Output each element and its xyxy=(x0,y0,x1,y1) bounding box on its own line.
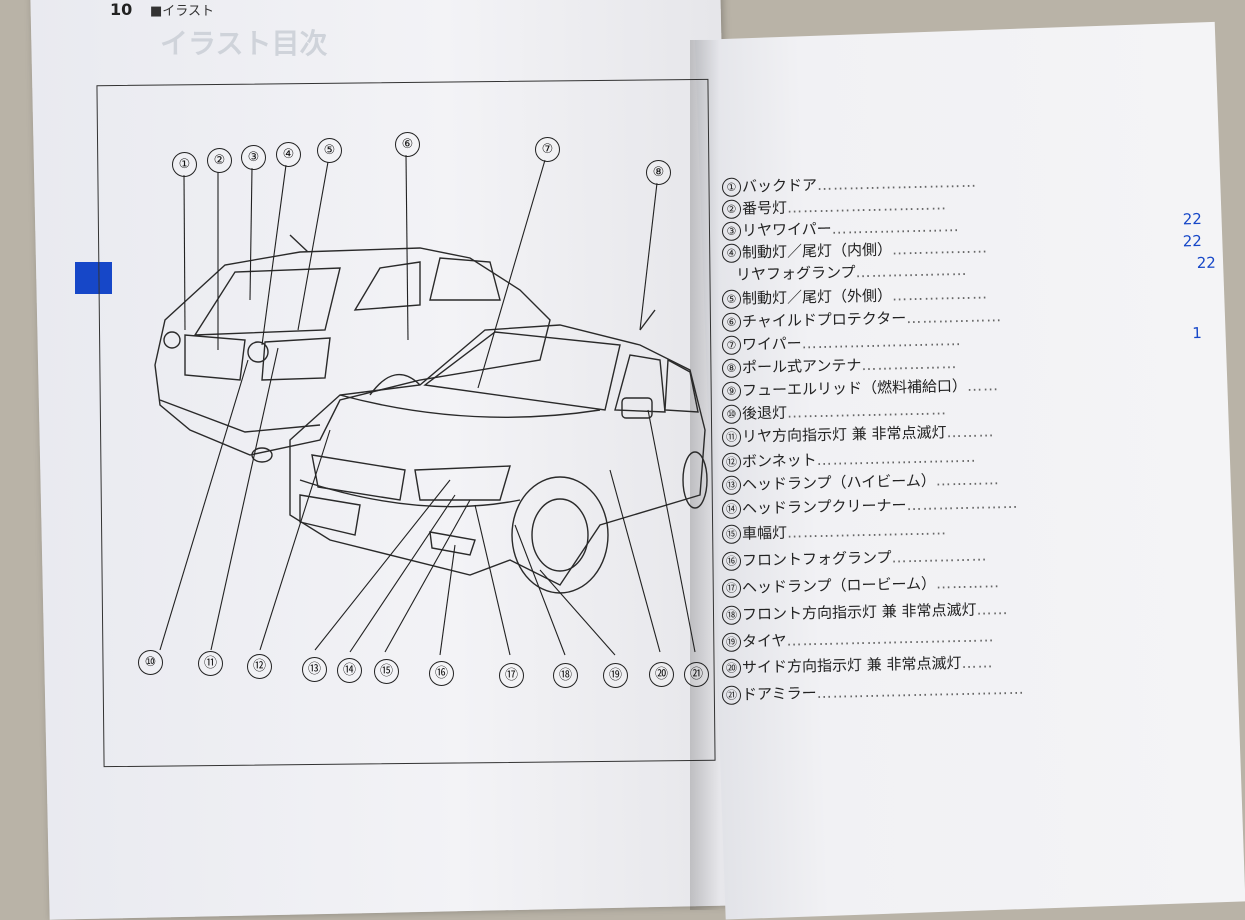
book-spine xyxy=(690,40,720,910)
callout-3: ③ xyxy=(241,145,266,170)
callout-11: ⑪ xyxy=(198,651,223,676)
callout-18: ⑱ xyxy=(553,663,578,688)
page-number: 10 xyxy=(110,0,133,19)
page-title: イラスト目次 xyxy=(160,27,328,60)
callout-17: ⑰ xyxy=(499,663,524,688)
callout-14: ⑭ xyxy=(337,658,362,683)
callout-10: ⑩ xyxy=(138,650,163,675)
callout-15: ⑮ xyxy=(374,659,399,684)
callout-13: ⑬ xyxy=(302,657,327,682)
callout-2: ② xyxy=(207,148,232,173)
callout-1: ① xyxy=(172,152,197,177)
callout-19: ⑲ xyxy=(603,663,628,688)
callout-20: ⑳ xyxy=(649,662,674,687)
callout-8: ⑧ xyxy=(646,160,671,185)
callout-5: ⑤ xyxy=(317,138,342,163)
callout-7: ⑦ xyxy=(535,137,560,162)
chapter-tab xyxy=(75,262,112,294)
callout-16: ⑯ xyxy=(429,661,454,686)
callout-21: ㉑ xyxy=(684,662,709,687)
callout-4: ④ xyxy=(276,142,301,167)
callout-6: ⑥ xyxy=(395,132,420,157)
callout-12: ⑫ xyxy=(247,654,272,679)
car-illustration xyxy=(154,154,708,656)
section-header: ■イラスト xyxy=(150,4,215,19)
